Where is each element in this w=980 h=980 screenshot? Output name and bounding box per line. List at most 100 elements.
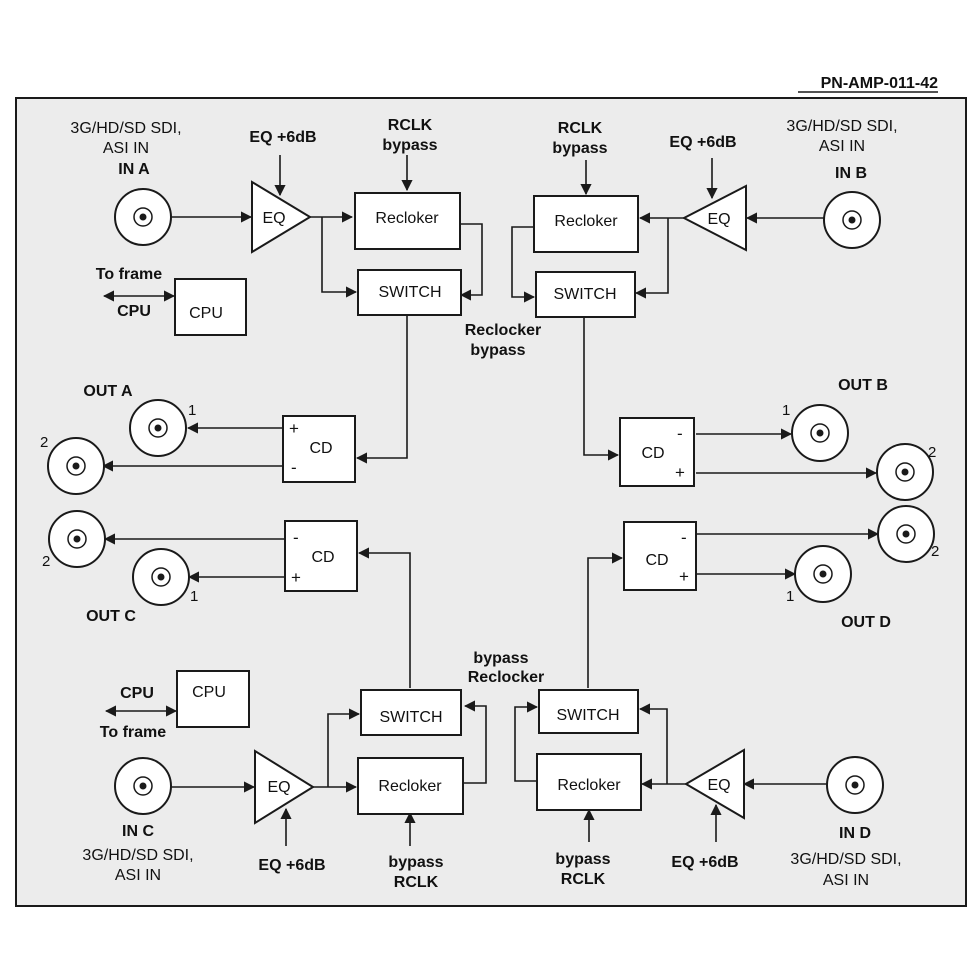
out-a-label: OUT A — [83, 383, 133, 400]
board-frame — [15, 97, 967, 907]
cd-c-minus: - — [293, 528, 299, 547]
cpu-link-top: CPU — [117, 303, 151, 320]
part-number: PN-AMP-011-42 — [821, 75, 938, 92]
in-a-type-line2: ASI IN — [103, 140, 149, 157]
reclocker-bypass-top-2: bypass — [470, 342, 525, 359]
cd-d-plus: + — [679, 567, 689, 586]
rclk-label-c: RCLK — [394, 874, 439, 891]
eq-gain-c: EQ +6dB — [258, 857, 325, 874]
bnc-out-c-1 — [132, 548, 190, 606]
cpu-box-top — [174, 278, 247, 336]
switch-label-b: SWITCH — [553, 286, 616, 303]
recloker-label-a: Recloker — [375, 210, 439, 227]
cd-b — [619, 417, 695, 487]
rclk-label-a: RCLK — [388, 117, 433, 134]
rclk-label-b: RCLK — [558, 120, 603, 137]
eq-gain-d: EQ +6dB — [671, 854, 738, 871]
cd-a-plus: + — [289, 419, 299, 438]
cpu-link-bottom: CPU — [120, 685, 154, 702]
in-b-label: IN B — [835, 165, 867, 182]
cd-label-c: CD — [311, 549, 334, 566]
reclocker-bypass-bottom-2: Reclocker — [468, 669, 545, 686]
rclk-bypass-a: bypass — [382, 137, 437, 154]
switch-c — [360, 689, 462, 736]
bnc-out-b-2 — [876, 443, 934, 501]
port-num-out-a-2: 2 — [40, 434, 48, 451]
bnc-out-c-2 — [48, 510, 106, 568]
eq-label-d: EQ — [707, 777, 730, 794]
recloker-b — [533, 195, 639, 253]
recloker-d — [536, 753, 642, 811]
cd-label-b: CD — [641, 445, 664, 462]
recloker-a — [354, 192, 461, 250]
port-num-out-a-1: 1 — [188, 402, 196, 419]
in-a-label: IN A — [118, 161, 150, 178]
to-frame-bottom: To frame — [100, 724, 166, 741]
in-d-type-line1: 3G/HD/SD SDI, — [790, 851, 901, 868]
cd-label-d: CD — [645, 552, 668, 569]
switch-label-d: SWITCH — [556, 707, 619, 724]
bnc-out-d-1 — [794, 545, 852, 603]
recloker-label-b: Recloker — [554, 213, 618, 230]
eq-amp-b — [681, 184, 747, 252]
rclk-bypass-d: bypass — [555, 851, 610, 868]
port-num-out-d-1: 1 — [786, 588, 794, 605]
bnc-in-c — [114, 757, 172, 815]
rclk-bypass-c: bypass — [388, 854, 443, 871]
recloker-c — [357, 757, 464, 815]
cpu-box-top-label: CPU — [189, 305, 223, 322]
in-c-type-line1: 3G/HD/SD SDI, — [82, 847, 193, 864]
cd-b-minus: - — [677, 424, 683, 443]
signal-wires — [101, 155, 880, 846]
cd-b-plus: + — [675, 463, 685, 482]
cd-c — [284, 520, 358, 592]
cd-a — [282, 415, 356, 483]
cd-c-plus: + — [291, 568, 301, 587]
in-b-type-line2: ASI IN — [819, 138, 865, 155]
port-num-out-d-2: 2 — [931, 543, 939, 560]
port-num-out-c-2: 2 — [42, 553, 50, 570]
switch-d — [538, 689, 639, 734]
switch-a — [357, 269, 462, 316]
in-b-type-line1: 3G/HD/SD SDI, — [786, 118, 897, 135]
eq-amp-d — [684, 748, 745, 820]
bnc-out-d-2 — [877, 505, 935, 563]
bnc-in-d — [826, 756, 884, 814]
port-num-out-b-1: 1 — [782, 402, 790, 419]
eq-amp-c — [254, 749, 315, 825]
port-num-out-c-1: 1 — [190, 588, 198, 605]
bnc-in-b — [823, 191, 881, 249]
cd-d — [623, 521, 697, 591]
recloker-label-c: Recloker — [378, 778, 442, 795]
in-d-type-line2: ASI IN — [823, 872, 869, 889]
recloker-label-d: Recloker — [557, 777, 621, 794]
in-c-label: IN C — [122, 823, 154, 840]
eq-label-c: EQ — [267, 779, 290, 796]
cd-d-minus: - — [681, 528, 687, 547]
cpu-box-bottom — [176, 670, 250, 728]
reclocker-bypass-top-1: Reclocker — [465, 322, 542, 339]
switch-label-a: SWITCH — [378, 284, 441, 301]
eq-label-a: EQ — [262, 210, 285, 227]
eq-gain-a: EQ +6dB — [249, 129, 316, 146]
bnc-out-b-1 — [791, 404, 849, 462]
eq-label-b: EQ — [707, 211, 730, 228]
cd-a-minus: - — [291, 458, 297, 477]
in-a-type-line1: 3G/HD/SD SDI, — [70, 120, 181, 137]
in-c-type-line2: ASI IN — [115, 867, 161, 884]
eq-amp-a — [251, 180, 312, 254]
port-num-out-b-2: 2 — [928, 444, 936, 461]
to-frame-top: To frame — [96, 266, 162, 283]
eq-gain-b: EQ +6dB — [669, 134, 736, 151]
bnc-out-a-1 — [129, 399, 187, 457]
cpu-box-bottom-label: CPU — [192, 684, 226, 701]
out-d-label: OUT D — [841, 614, 891, 631]
switch-label-c: SWITCH — [379, 709, 442, 726]
cd-label-a: CD — [309, 440, 332, 457]
rclk-label-d: RCLK — [561, 871, 606, 888]
reclocker-bypass-bottom-1: bypass — [473, 650, 528, 667]
switch-b — [535, 271, 636, 318]
in-d-label: IN D — [839, 825, 871, 842]
rclk-bypass-b: bypass — [552, 140, 607, 157]
